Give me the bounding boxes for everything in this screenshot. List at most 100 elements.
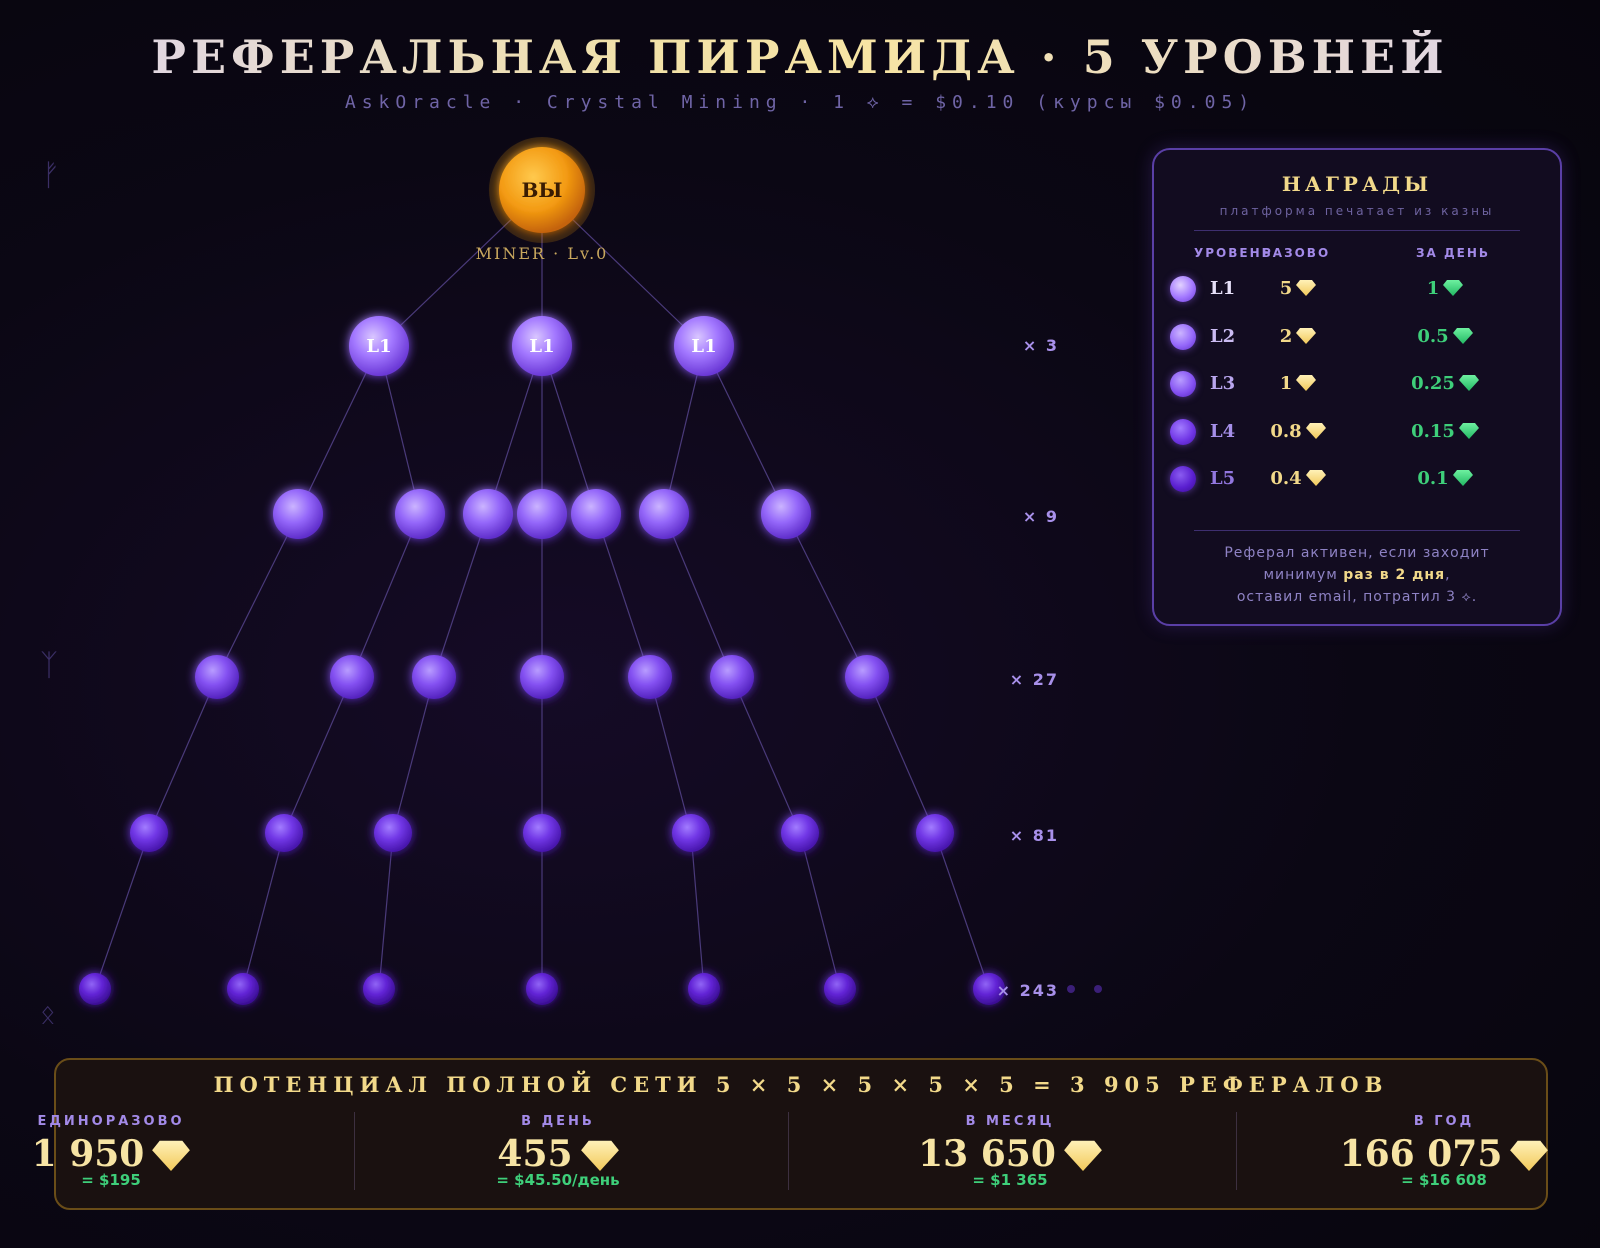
- tree-edge: [866, 676, 936, 834]
- level1-node-label: L1: [529, 336, 554, 357]
- level5-node: [973, 973, 1005, 1005]
- tree-edge: [242, 832, 285, 990]
- level-count-label: × 9: [1023, 507, 1059, 526]
- level3-node: [628, 655, 672, 699]
- level-orb-icon: [1170, 466, 1196, 492]
- tree-edge: [297, 345, 380, 515]
- reward-daily: 0.5: [1390, 326, 1500, 347]
- level-orb-icon: [1170, 323, 1196, 350]
- green-gem-icon: [1452, 327, 1473, 344]
- reward-once: 0.8: [1258, 421, 1338, 442]
- tree-edge: [378, 832, 394, 990]
- reward-once-value: 0.4: [1270, 468, 1302, 489]
- level5-node: [227, 973, 259, 1005]
- tree-edge: [94, 832, 150, 990]
- gold-gem-icon: [1296, 280, 1317, 296]
- col-header-daily: ЗА ДЕНЬ: [1416, 246, 1491, 260]
- level5-node: [688, 973, 720, 1005]
- level4-node: [916, 814, 954, 852]
- gold-gem-icon: [1305, 470, 1326, 486]
- reward-daily-value: 0.15: [1411, 420, 1455, 442]
- tree-edge: [433, 513, 489, 678]
- tree-edge: [690, 832, 705, 990]
- note-emphasis: раз в 2 дня: [1343, 567, 1446, 583]
- level1-node: [674, 316, 734, 376]
- green-gem-icon: [1458, 422, 1479, 439]
- divider: [1236, 1112, 1237, 1190]
- rune-icon-fehu: ᚠ: [42, 158, 60, 193]
- tree-edge: [148, 676, 218, 834]
- tree-edge: [663, 513, 733, 678]
- stat-label: В ДЕНЬ: [521, 1114, 595, 1129]
- level2-node: [517, 489, 567, 539]
- level4-node: [523, 814, 561, 852]
- potential-stat: ЕДИНОРАЗОВО 1 950= $195: [0, 1114, 261, 1189]
- reward-once: 5: [1258, 278, 1338, 299]
- level2-node: [761, 489, 811, 539]
- rune-icon-algiz: ᛉ: [40, 648, 58, 683]
- level1-node-label: L1: [691, 336, 716, 357]
- rewards-panel: НАГРАДЫ платформа печатает из казны УРОВ…: [1152, 148, 1562, 626]
- reward-daily-value: 0.1: [1417, 468, 1449, 489]
- level4-node: [672, 814, 710, 852]
- level3-node: [520, 655, 564, 699]
- gold-gem-icon: [152, 1140, 191, 1171]
- reward-once-value: 5: [1279, 278, 1293, 299]
- level-orb-icon: [1170, 371, 1196, 397]
- stat-value: 13 650: [860, 1133, 1160, 1175]
- page-title: РЕФЕРАЛЬНАЯ ПИРАМИДА · 5 УРОВНЕЙ: [0, 30, 1600, 84]
- divider: [354, 1112, 355, 1190]
- activity-note: Реферал активен, если заходит минимум ра…: [1154, 542, 1560, 608]
- stat-value: 455: [408, 1133, 708, 1175]
- potential-title: ПОТЕНЦИАЛ ПОЛНОЙ СЕТИ 5 × 5 × 5 × 5 × 5 …: [213, 1072, 1389, 1097]
- col-header-level: УРОВЕНЬ: [1194, 246, 1273, 260]
- tree-edge: [216, 513, 299, 678]
- stat-value: 1 950: [0, 1133, 261, 1175]
- stat-value: 166 075: [1294, 1133, 1594, 1175]
- tree-edge: [799, 832, 841, 990]
- tree-edge: [351, 513, 421, 678]
- tree-edge: [785, 513, 868, 678]
- gold-gem-icon: [1296, 327, 1317, 344]
- reward-daily-value: 1: [1426, 278, 1440, 299]
- level1-node: [512, 316, 572, 376]
- reward-daily-value: 0.5: [1417, 325, 1449, 347]
- level-orb-icon: [1170, 276, 1196, 302]
- reward-once: 0.4: [1258, 468, 1338, 489]
- root-label: ВЫ: [522, 178, 563, 202]
- level5-node: [363, 973, 395, 1005]
- reward-daily-value: 0.25: [1411, 373, 1455, 394]
- gold-gem-icon: [1510, 1140, 1549, 1171]
- reward-level: L4: [1210, 420, 1236, 442]
- stat-label: ЕДИНОРАЗОВО: [37, 1114, 185, 1129]
- rewards-title: НАГРАДЫ: [1281, 172, 1433, 196]
- level-orb-icon: [1170, 418, 1196, 445]
- level3-node: [710, 655, 754, 699]
- root-caption: MINER · Lv.0: [476, 244, 609, 263]
- tree-edge: [595, 513, 651, 678]
- level4-node: [781, 814, 819, 852]
- level4-node: [130, 814, 168, 852]
- level4-node: [265, 814, 303, 852]
- reward-level: L3: [1210, 373, 1236, 394]
- note-line-1: Реферал активен, если заходит: [1224, 545, 1490, 561]
- level2-node: [639, 489, 689, 539]
- divider: [1194, 530, 1520, 531]
- level-count-label: × 243: [997, 981, 1059, 1000]
- network-potential-box: ПОТЕНЦИАЛ ПОЛНОЙ СЕТИ 5 × 5 × 5 × 5 × 5 …: [32, 1058, 1549, 1210]
- level5-node: [79, 973, 111, 1005]
- stat-label: В ГОД: [1413, 1114, 1475, 1129]
- divider: [1194, 230, 1520, 231]
- tree-edge: [392, 676, 435, 834]
- reward-daily: 0.15: [1390, 421, 1500, 442]
- col-header-once: РАЗОВО: [1262, 246, 1331, 260]
- stat-usd: = $195: [81, 1171, 141, 1189]
- level2-node: [463, 489, 513, 539]
- tree-edge: [934, 832, 990, 990]
- level5-node: [526, 973, 558, 1005]
